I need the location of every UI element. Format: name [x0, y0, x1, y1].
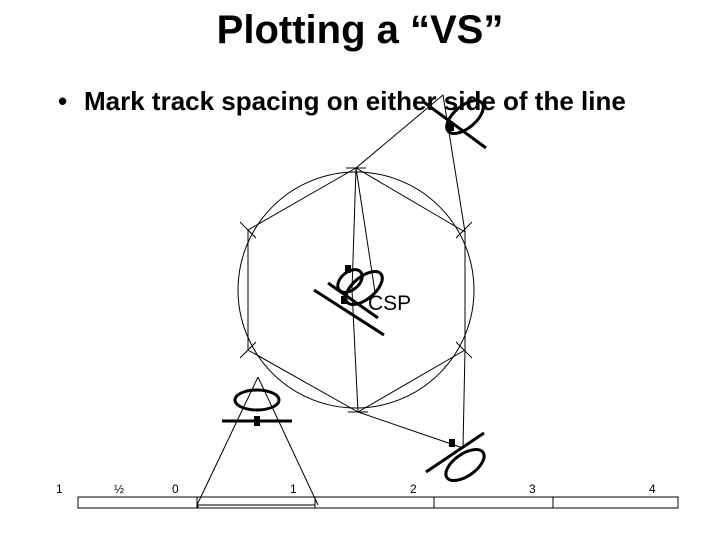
scale-label: 4	[649, 482, 656, 496]
tick-mark	[455, 221, 473, 239]
scale-label: 1	[56, 482, 63, 496]
marker-tick	[449, 439, 455, 447]
track-spacing-line	[327, 281, 379, 320]
construction-line	[247, 349, 359, 413]
track-spacing-marker	[445, 99, 485, 135]
track-spacing-line	[424, 101, 487, 150]
bullet-item: • Mark track spacing on either side of th…	[58, 86, 626, 117]
scale-bar	[77, 496, 679, 509]
csp-label: CSP	[368, 292, 412, 315]
search-leg	[351, 289, 359, 413]
bullet-dot: •	[58, 86, 68, 116]
slide-title: Plotting a “VS”	[216, 8, 504, 52]
construction-line	[257, 376, 319, 506]
track-spacing-line	[313, 288, 385, 337]
scale-label: ½	[114, 482, 125, 496]
scale-label: 0	[172, 482, 179, 496]
track-spacing-marker	[233, 388, 281, 412]
scale-label: 3	[529, 482, 536, 496]
construction-line	[462, 349, 466, 449]
track-spacing-line	[425, 431, 485, 474]
track-spacing-marker	[444, 447, 486, 483]
construction-line	[442, 94, 466, 233]
construction-line	[247, 167, 357, 231]
tick-mark	[239, 341, 257, 359]
track-spacing-marker	[344, 270, 384, 306]
construction-line	[357, 411, 464, 449]
scale-segment-highlight	[197, 504, 316, 509]
scale-label: 2	[410, 482, 417, 496]
marker-tick	[345, 265, 351, 273]
marker-tick	[448, 123, 454, 131]
construction-line	[357, 349, 466, 413]
construction-line	[355, 167, 466, 233]
search-leg	[351, 167, 357, 291]
tick-mark	[239, 221, 257, 239]
tick-mark	[455, 341, 473, 359]
construction-line	[196, 376, 259, 506]
marker-tick	[341, 296, 347, 304]
bullet-text: Mark track spacing on either side of the…	[84, 86, 626, 116]
scale-label: 1	[290, 482, 297, 496]
marker-tick	[254, 416, 260, 426]
